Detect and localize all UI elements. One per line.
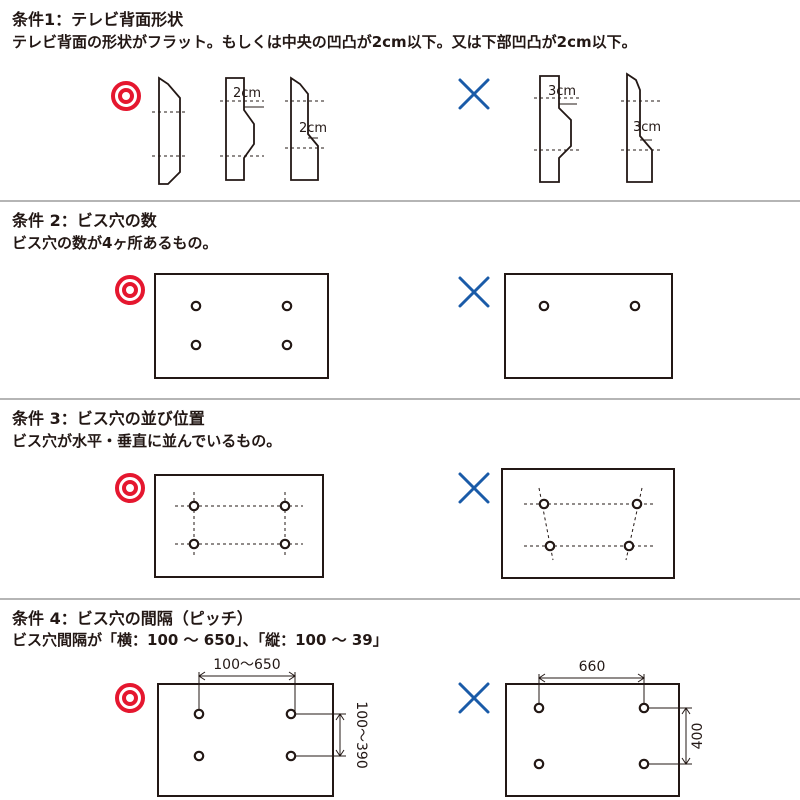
screw-holes-ng [533, 702, 650, 770]
ok-center-bump-label: 2cm [233, 86, 261, 101]
ng-cross-icon [458, 78, 490, 110]
condition-1-figure: 2cm 2cm 3cm 3cm [111, 72, 661, 185]
condition-2-title: 条件 2：ビス穴の数 [12, 211, 157, 230]
condition-3-section: 条件 3：ビス穴の並び位置 ビス穴が水平・垂直に並んでいるもの。 [0, 400, 800, 598]
condition-2-section: 条件 2：ビス穴の数 ビス穴の数が4ヶ所あるもの。 [0, 202, 800, 398]
condition-4-description: ビス穴間隔が「横：100 ～ 650」、「縦：100 ～ 39」 [12, 631, 388, 649]
ok-double-circle-icon [115, 683, 145, 713]
vertical-dimension-ok [295, 713, 346, 757]
tv-back-misaligned [501, 468, 675, 579]
section-divider [0, 398, 800, 400]
tv-back-pitch-ok [157, 683, 334, 797]
ng-vertical-pitch-label: 400 [690, 723, 706, 750]
vertical-dimension-ng [644, 707, 692, 765]
ng-center-bump-label: 3cm [548, 84, 576, 99]
ng-cross-icon [458, 276, 490, 308]
ok-bottom-bump-label: 2cm [299, 121, 327, 136]
condition-2-figure [115, 273, 673, 379]
ok-double-circle-icon [111, 81, 141, 111]
screw-holes-ok [188, 500, 291, 550]
condition-1-description: テレビ背面の形状がフラット。もしくは中央の凹凸が2cm以下。又は下部凹凸が2cm… [12, 33, 637, 51]
tv-profile-center-bump-ok [220, 77, 264, 181]
horizontal-dimension-ok [198, 671, 296, 714]
condition-3-title: 条件 3：ビス穴の並び位置 [12, 409, 205, 428]
condition-4-title: 条件 4：ビス穴の間隔（ピッチ） [12, 609, 253, 628]
tv-back-aligned [154, 474, 324, 578]
tv-profile-bottom-bump-ok [285, 76, 326, 181]
tv-profile-bottom-bump-ng [621, 72, 660, 183]
horizontal-dimension-ng [538, 673, 645, 708]
tv-back-pitch-ng [505, 683, 680, 797]
condition-3-description: ビス穴が水平・垂直に並んでいるもの。 [12, 432, 282, 450]
section-divider [0, 200, 800, 202]
screw-holes-ng [538, 498, 643, 552]
tv-profile-center-bump-ng [534, 75, 580, 183]
tv-back-four-holes [154, 273, 329, 379]
condition-4-section: 条件 4：ビス穴の間隔（ピッチ） ビス穴間隔が「横：100 ～ 650」、「縦：… [0, 600, 800, 800]
screw-holes-ok [190, 300, 293, 351]
condition-4-figure: 100～650 100～390 660 [115, 657, 706, 797]
tv-back-two-holes [504, 273, 673, 379]
ok-double-circle-icon [115, 473, 145, 503]
section-divider [0, 598, 800, 600]
condition-3-figure [115, 468, 675, 579]
ng-bottom-bump-label: 3cm [633, 120, 661, 135]
condition-1-section: 条件1：テレビ背面形状 テレビ背面の形状がフラット。もしくは中央の凹凸が2cm以… [0, 0, 800, 200]
ng-cross-icon [458, 682, 490, 714]
condition-1-title: 条件1：テレビ背面形状 [12, 10, 184, 29]
ok-vertical-pitch-label: 100～390 [353, 701, 369, 768]
ng-cross-icon [458, 472, 490, 504]
screw-holes-ng [538, 300, 641, 312]
ok-horizontal-pitch-label: 100～650 [213, 657, 280, 673]
condition-2-description: ビス穴の数が4ヶ所あるもの。 [12, 234, 218, 252]
ok-double-circle-icon [115, 275, 145, 305]
tv-profile-flat [152, 76, 188, 185]
ng-horizontal-pitch-label: 660 [579, 659, 606, 675]
screw-holes-ok [193, 708, 297, 762]
